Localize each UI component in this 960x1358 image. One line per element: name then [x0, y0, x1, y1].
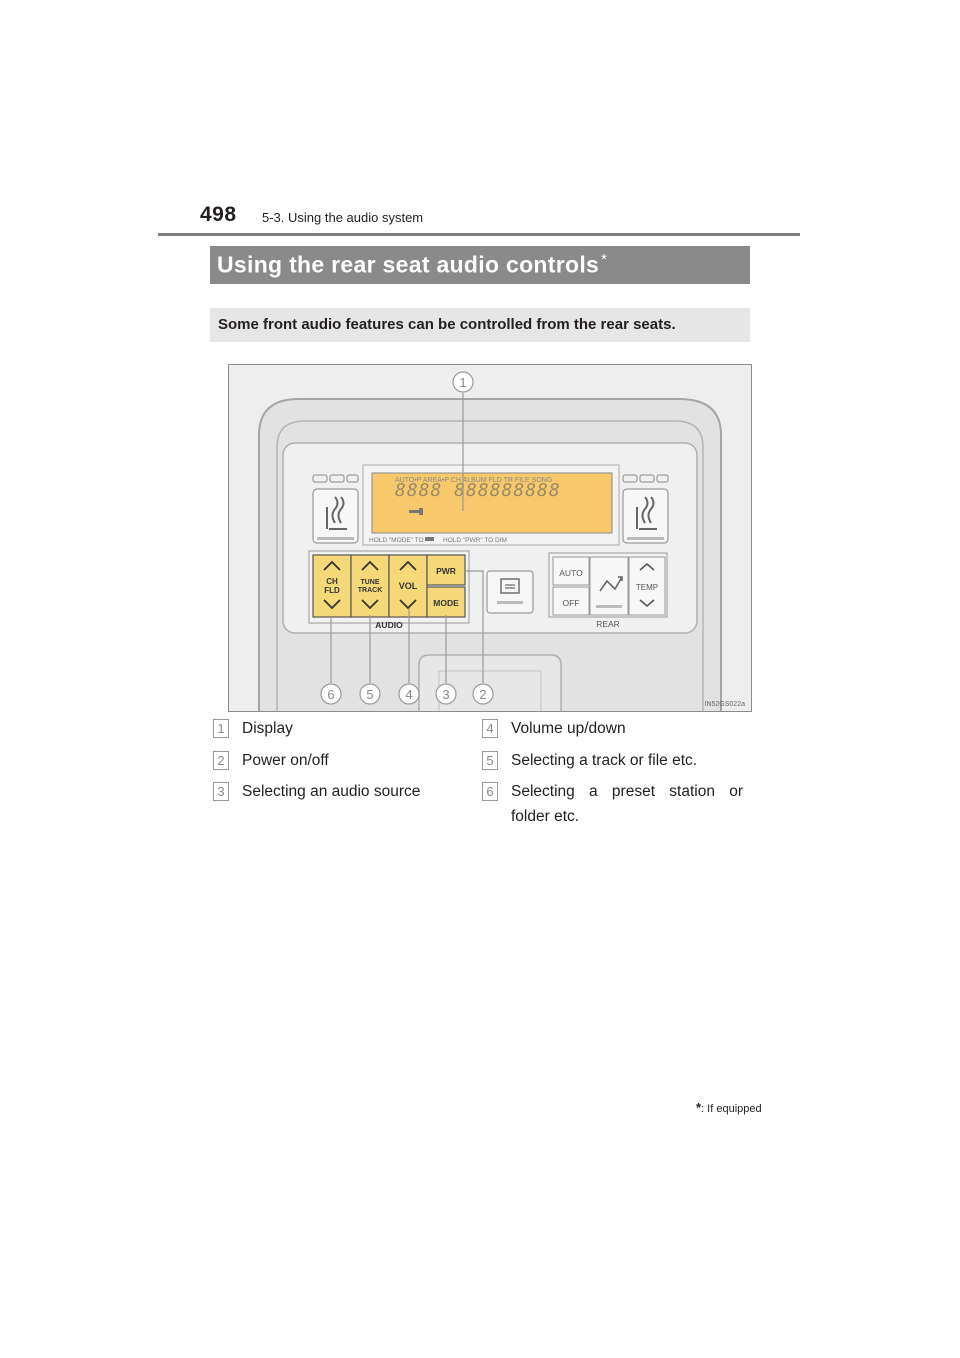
temp-button[interactable]: TEMP	[628, 556, 666, 616]
callout-6	[320, 683, 342, 705]
legend-number: 6	[482, 782, 498, 801]
section-label: 5-3. Using the audio system	[262, 210, 424, 225]
callout-4-label: 4	[405, 687, 412, 702]
legend-number: 1	[213, 719, 229, 738]
mode-label: MODE	[433, 598, 459, 608]
legend-number: 3	[213, 782, 229, 801]
callout-3	[435, 683, 457, 705]
mode-button[interactable]: MODE	[426, 586, 466, 618]
callout-1	[452, 371, 474, 393]
legend-number: 4	[482, 719, 498, 738]
ch-label: CH	[326, 577, 338, 586]
display-hold-pwr-text: HOLD "PWR" TO DIM	[443, 537, 507, 544]
legend-number: 2	[213, 751, 229, 770]
if-equipped-marker: *	[601, 251, 608, 268]
section-title: Using the rear seat audio controls*	[217, 251, 607, 279]
display-indicator-text: AUTO•P AREA•P CH ALBUM FLD TR FILE SONG	[395, 477, 552, 484]
intro-box: Some front audio features can be control…	[210, 308, 750, 342]
legend-text: Selecting a preset station or folder etc…	[511, 783, 743, 825]
auto-button[interactable]: AUTO	[552, 556, 590, 586]
tune-label: TUNE	[360, 579, 379, 586]
volume-button[interactable]: VOL	[388, 554, 428, 618]
intro-text: Some front audio features can be control…	[218, 316, 676, 333]
audio-display: AUTO•P AREA•P CH ALBUM FLD TR FILE SONG …	[362, 464, 620, 546]
rear-display-button[interactable]	[486, 570, 534, 614]
section-title-text: Using the rear seat audio controls	[217, 251, 600, 278]
legend-number: 5	[482, 751, 498, 770]
legend-text: Display	[242, 720, 293, 737]
rear-control-panel-figure: AUTO•P AREA•P CH ALBUM FLD TR FILE SONG …	[228, 364, 752, 712]
rear-control-panel-illustration: AUTO•P AREA•P CH ALBUM FLD TR FILE SONG …	[258, 371, 746, 711]
audio-group-label: AUDIO	[375, 620, 403, 630]
legend-text: Power on/off	[242, 752, 329, 769]
tune-track-button[interactable]: TUNE TRACK	[350, 554, 390, 618]
callout-5	[359, 683, 381, 705]
fan-mode-button[interactable]	[589, 556, 629, 616]
callout-2	[472, 683, 494, 705]
right-seat-heater-button[interactable]	[622, 474, 669, 544]
callout-5-label: 5	[366, 687, 373, 702]
section-title-bar: Using the rear seat audio controls*	[210, 246, 750, 284]
footnote-star: *	[696, 1100, 702, 1115]
legend-text: Selecting an audio source	[242, 783, 421, 800]
callout-1-label: 1	[459, 375, 466, 390]
rear-group-label: REAR	[596, 619, 620, 629]
display-segment-text: 8888 888888888	[395, 480, 561, 501]
footnote: *: If equipped	[696, 1100, 762, 1115]
fld-label: FLD	[324, 586, 340, 595]
track-label: TRACK	[358, 587, 383, 594]
temp-label: TEMP	[636, 583, 658, 592]
page-number: 498	[200, 203, 237, 226]
figure-code: IN52GS022a	[705, 701, 746, 708]
off-label: OFF	[563, 598, 580, 608]
callout-2-label: 2	[479, 687, 486, 702]
off-button[interactable]: OFF	[552, 586, 590, 616]
footnote-text: : If equipped	[701, 1103, 762, 1115]
left-seat-heater-button[interactable]	[312, 474, 359, 544]
legend-text: Selecting a track or file etc.	[511, 752, 698, 769]
header-rule	[158, 233, 800, 236]
display-hold-mode-text: HOLD "MODE" TO	[369, 537, 424, 544]
pwr-button[interactable]: PWR	[426, 554, 466, 586]
vol-label: VOL	[399, 581, 418, 591]
auto-label: AUTO	[559, 568, 583, 578]
callout-3-label: 3	[442, 687, 449, 702]
legend-text: Volume up/down	[511, 720, 626, 737]
callout-6-label: 6	[327, 687, 334, 702]
ch-fld-button[interactable]: CH FLD	[312, 554, 352, 618]
pwr-label: PWR	[436, 566, 456, 576]
callout-4	[398, 683, 420, 705]
